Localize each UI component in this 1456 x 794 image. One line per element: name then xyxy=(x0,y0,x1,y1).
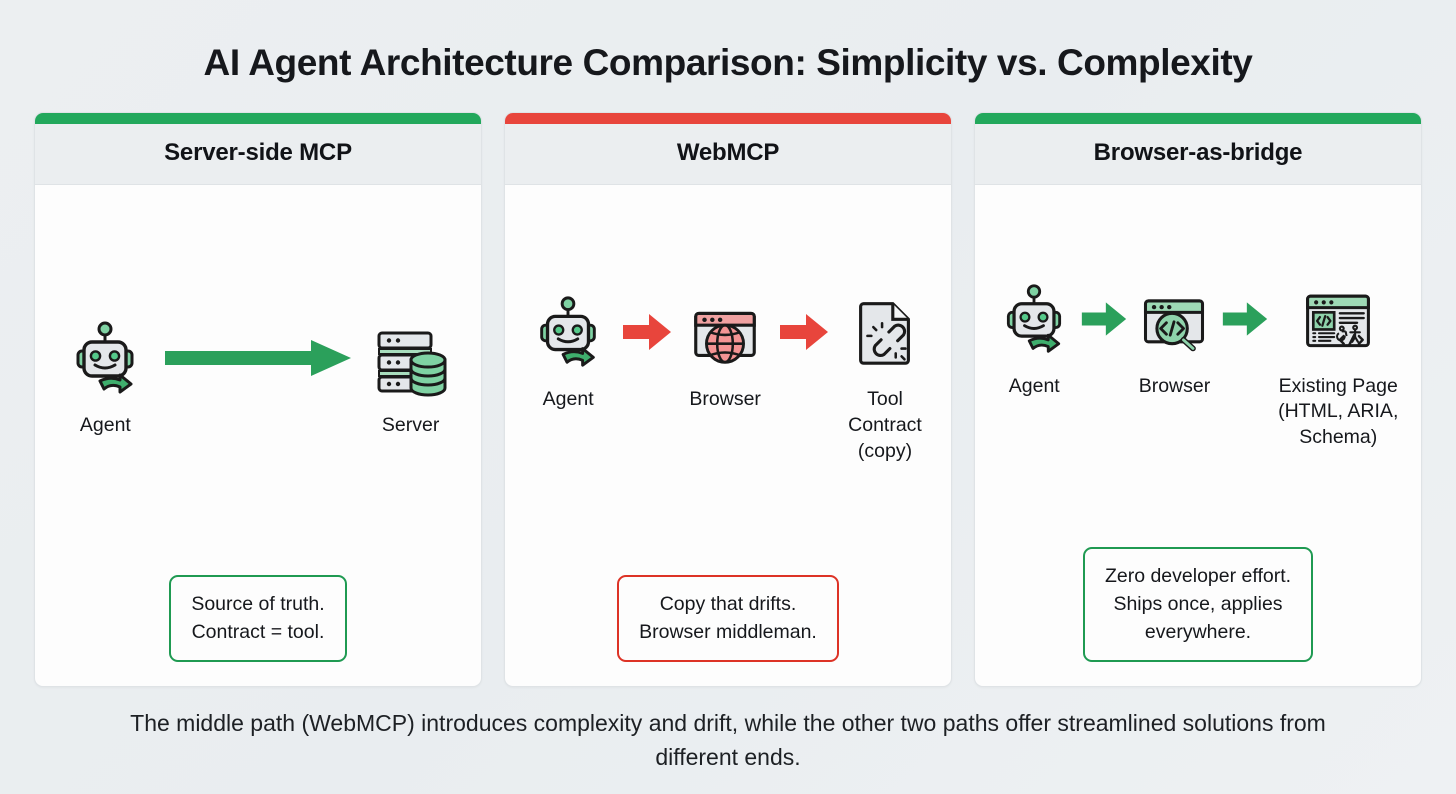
card-header: Browser-as-bridge xyxy=(975,124,1421,185)
flow-arrow xyxy=(162,315,355,401)
flow-diagram: Agent xyxy=(519,193,937,561)
flow-diagram: Agent xyxy=(49,193,467,561)
flow-node-label: Tool Contract (copy) xyxy=(848,388,922,462)
flow-arrow xyxy=(774,289,833,375)
long-right-arrow-icon xyxy=(165,340,351,377)
flow-node-agent: Agent xyxy=(519,289,617,413)
callout-good: Zero developer effort. Ships once, appli… xyxy=(1082,547,1314,663)
comparison-card-browser-as-bridge: Browser-as-bridge xyxy=(974,112,1422,688)
flow-arrow xyxy=(1079,276,1128,362)
callout-bad: Copy that drifts. Browser middleman. xyxy=(617,574,839,663)
browser-globe-icon xyxy=(686,289,764,375)
callout-good: Source of truth. Contract = tool. xyxy=(169,574,347,663)
flow-node-label: Server xyxy=(381,414,440,437)
broken-link-document-icon xyxy=(846,289,924,375)
flow-arrow xyxy=(1221,276,1270,362)
comparison-columns: Server-side MCP xyxy=(34,112,1422,688)
card-header-title: Server-side MCP xyxy=(164,139,352,166)
card-header: WebMCP xyxy=(505,124,951,185)
flow-node-agent: Agent xyxy=(989,276,1079,400)
flow-node-label: Agent xyxy=(79,414,131,437)
right-arrow-icon xyxy=(1222,301,1268,336)
flow-node-label: Agent xyxy=(1008,374,1060,397)
card-body: Agent xyxy=(505,185,951,686)
right-arrow-icon xyxy=(779,314,828,351)
callout-zone: Zero developer effort. Ships once, appli… xyxy=(989,547,1407,668)
flow-node-existing-page: Existing Page (HTML, ARIA, Schema) xyxy=(1269,276,1407,451)
card-body: Agent xyxy=(975,185,1421,686)
flow-node-server: Server xyxy=(354,315,467,439)
card-accent-bar xyxy=(505,113,951,124)
card-header-title: WebMCP xyxy=(676,139,780,166)
flow-node-label: Browser xyxy=(1138,374,1211,397)
existing-page-accessibility-icon xyxy=(1300,276,1376,362)
flow-arrow xyxy=(617,289,676,375)
card-header-title: Browser-as-bridge xyxy=(1093,139,1303,166)
flow-node-agent: Agent xyxy=(49,315,162,439)
flow-node-label: Existing Page (HTML, ARIA, Schema) xyxy=(1278,374,1399,448)
robot-agent-icon xyxy=(65,315,145,401)
card-header: Server-side MCP xyxy=(35,124,481,185)
card-accent-bar xyxy=(35,113,481,124)
comparison-card-webmcp: WebMCP xyxy=(504,112,952,688)
server-database-icon xyxy=(371,315,451,401)
callout-zone: Source of truth. Contract = tool. xyxy=(49,574,467,668)
right-arrow-icon xyxy=(622,314,671,351)
flow-diagram: Agent xyxy=(989,193,1407,533)
flow-node-browser: Browser xyxy=(676,289,774,413)
right-arrow-icon xyxy=(1081,301,1127,336)
robot-agent-icon xyxy=(996,276,1072,362)
browser-code-inspect-icon xyxy=(1136,276,1212,362)
footer-caption: The middle path (WebMCP) introduces comp… xyxy=(130,710,1326,770)
flow-node-tool-contract: Tool Contract (copy) xyxy=(833,289,937,464)
callout-zone: Copy that drifts. Browser middleman. xyxy=(519,574,937,668)
comparison-card-server-side-mcp: Server-side MCP xyxy=(34,112,482,688)
page-title: AI Agent Architecture Comparison: Simpli… xyxy=(203,42,1253,83)
flow-node-label: Browser xyxy=(689,388,761,411)
card-body: Agent xyxy=(35,185,481,686)
card-accent-bar xyxy=(975,113,1421,124)
robot-agent-icon xyxy=(529,289,607,375)
flow-node-browser: Browser xyxy=(1128,276,1220,400)
flow-node-label: Agent xyxy=(542,388,594,411)
